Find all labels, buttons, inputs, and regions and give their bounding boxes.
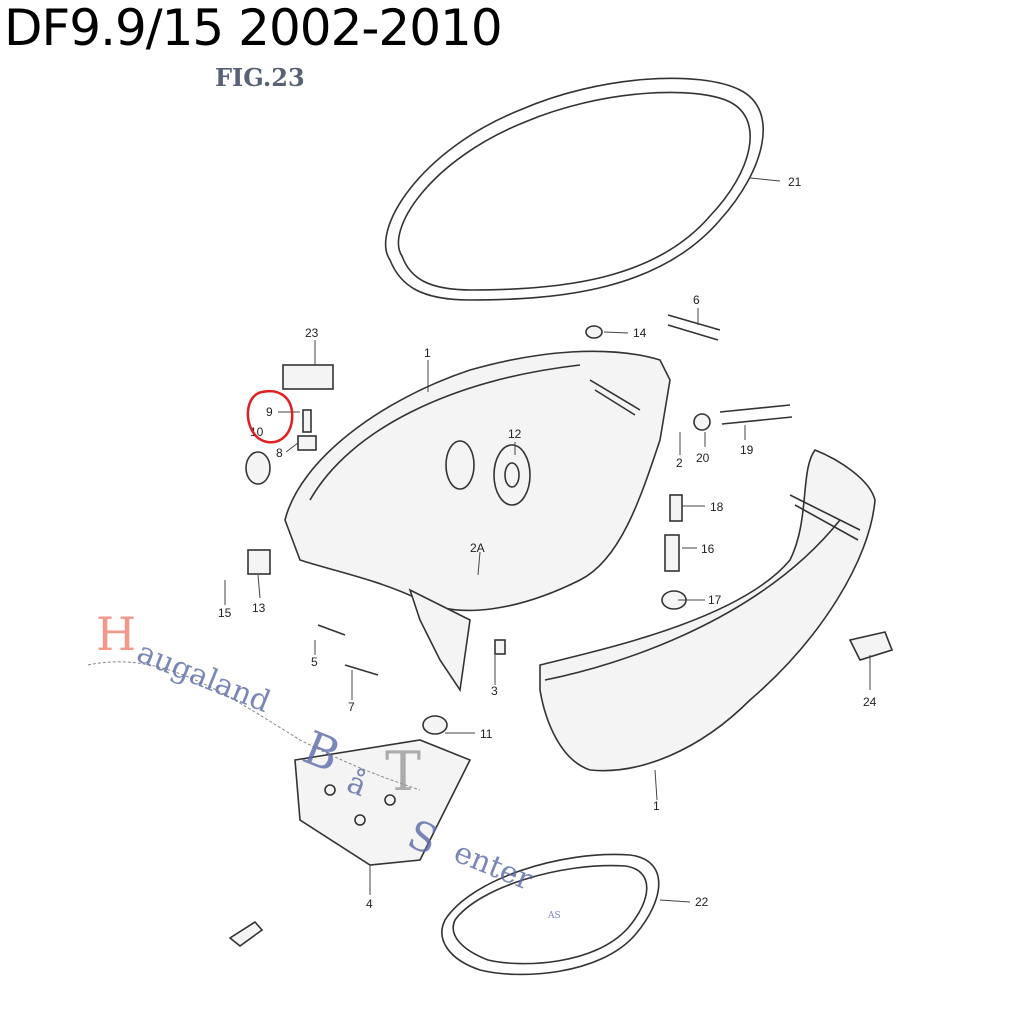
- callout-13: 13: [252, 601, 266, 615]
- part-seal-bottom: [441, 853, 660, 976]
- callout-2: 2: [676, 456, 683, 470]
- watermark-h: H: [96, 607, 136, 661]
- watermark: H augaland B å T S enter AS: [87, 607, 561, 921]
- callout-6: 6: [693, 293, 700, 307]
- callout-labels: 21 6 14 23 1 9 10 8 12 2 20 19 18 16 2A …: [218, 175, 877, 911]
- callout-20: 20: [696, 451, 710, 465]
- callout-8: 8: [276, 446, 283, 460]
- callout-15: 15: [218, 606, 232, 620]
- callout-10: 10: [250, 425, 264, 439]
- callout-12: 12: [508, 427, 522, 441]
- callout-3: 3: [491, 684, 498, 698]
- part-cover-right: [539, 449, 876, 772]
- callout-24: 24: [863, 695, 877, 709]
- callout-14: 14: [633, 326, 647, 340]
- watermark-t: T: [385, 740, 421, 803]
- callout-21: 21: [788, 175, 802, 189]
- part-bracket: [294, 739, 472, 866]
- part-cover-left: [284, 350, 671, 693]
- callout-19: 19: [740, 443, 754, 457]
- highlight-circle: [246, 389, 294, 444]
- callout-22: 22: [695, 895, 709, 909]
- watermark-augaland: augaland: [132, 635, 275, 720]
- callout-9: 9: [266, 405, 273, 419]
- callout-17: 17: [708, 593, 722, 607]
- callout-2a: 2A: [470, 541, 485, 555]
- callout-1-lower: 1: [653, 799, 660, 813]
- callout-7: 7: [348, 700, 355, 714]
- figure-label: FIG.23: [215, 63, 305, 92]
- page-title: DF9.9/15 2002-2010: [4, 0, 503, 57]
- callout-1: 1: [424, 346, 431, 360]
- part-seal-top: [384, 77, 764, 301]
- watermark-enter: enter: [449, 835, 538, 898]
- callout-4: 4: [366, 897, 373, 911]
- leader-lines: [224, 177, 871, 903]
- callout-18: 18: [710, 500, 724, 514]
- small-parts: [228, 314, 894, 948]
- callout-23: 23: [305, 326, 319, 340]
- callout-16: 16: [701, 542, 715, 556]
- callout-11: 11: [480, 727, 493, 741]
- callout-5: 5: [311, 655, 318, 669]
- watermark-as: AS: [547, 911, 561, 921]
